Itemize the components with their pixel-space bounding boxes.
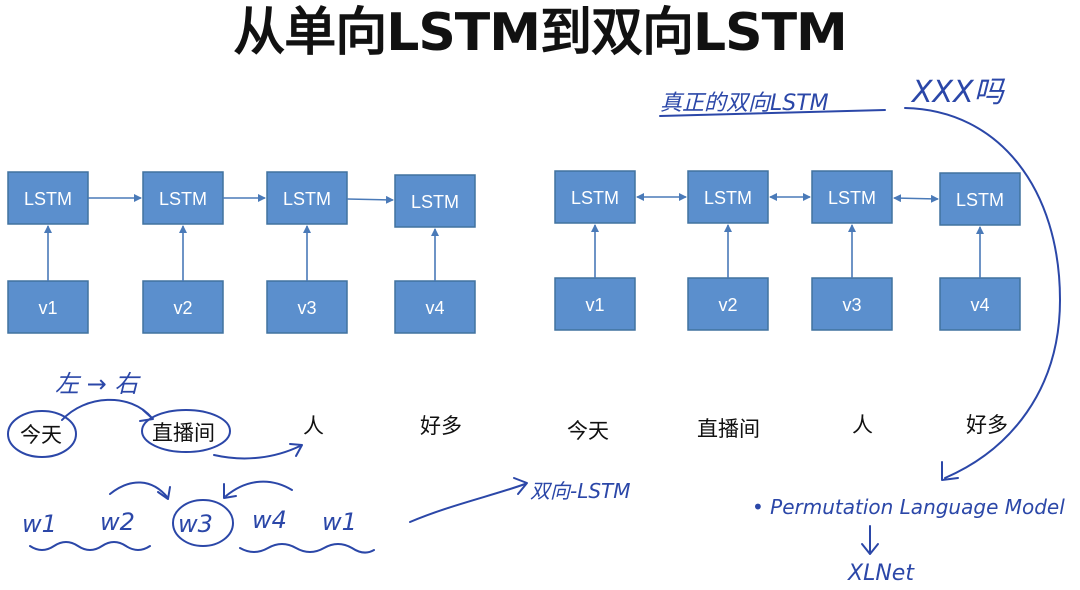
right-lstm-cell-1: LSTM bbox=[554, 170, 636, 224]
left-input-label-2: v2 bbox=[173, 298, 192, 318]
left-input-v2: v2 bbox=[142, 280, 224, 334]
right-lstm-cell-4: LSTM bbox=[939, 172, 1021, 226]
right-bidir-arrow-3 bbox=[893, 194, 939, 203]
long-curve-arrow-head bbox=[941, 461, 959, 481]
left-lstm-cell-2: LSTM bbox=[142, 171, 224, 225]
left-lstm-label-2: LSTM bbox=[159, 189, 207, 209]
arrow-to-bilstm bbox=[409, 483, 526, 523]
left-diagram: LSTM LSTM LSTM LSTM v1 v2 v3 bbox=[7, 171, 476, 447]
curve-arrow-head-1 bbox=[139, 409, 154, 422]
left-word-1: 今天 bbox=[20, 423, 62, 447]
left-word-4: 好多 bbox=[420, 414, 462, 438]
right-lstm-label-2: LSTM bbox=[704, 188, 752, 208]
left-word-3: 人 bbox=[303, 414, 324, 438]
xxx-note: XXX吗 bbox=[910, 75, 1006, 110]
right-input-label-3: v3 bbox=[842, 295, 861, 315]
right-input-label-1: v1 bbox=[585, 295, 604, 315]
w-item-5: w1 bbox=[322, 508, 357, 536]
circle-w3 bbox=[172, 499, 234, 547]
left-lstm-cell-3: LSTM bbox=[266, 171, 348, 225]
left-lstm-label-3: LSTM bbox=[283, 189, 331, 209]
left-lstm-label-1: LSTM bbox=[24, 189, 72, 209]
curve-arrow-word-2-3 bbox=[213, 445, 301, 460]
w-item-2: w2 bbox=[100, 508, 135, 536]
circle-word-2 bbox=[141, 409, 231, 453]
right-lstm-cell-3: LSTM bbox=[811, 170, 893, 224]
left-input-label-4: v4 bbox=[425, 298, 444, 318]
squiggle-underline-right bbox=[239, 543, 375, 554]
left-lstm-cell-4: LSTM bbox=[394, 174, 476, 228]
right-diagram: LSTM LSTM LSTM LSTM v1 v2 v3 bbox=[554, 170, 1021, 443]
direction-note: 左 → 右 bbox=[55, 370, 141, 398]
left-input-label-1: v1 bbox=[38, 298, 57, 318]
right-input-v2: v2 bbox=[687, 277, 769, 331]
left-word-2: 直播间 bbox=[152, 421, 215, 445]
right-lstm-cell-2: LSTM bbox=[687, 170, 769, 224]
right-input-label-2: v2 bbox=[718, 295, 737, 315]
arrow-w2-w3-head bbox=[157, 486, 171, 500]
curve-arrow-word-1-2 bbox=[61, 398, 153, 421]
long-curve-arrow bbox=[904, 107, 1061, 479]
left-input-v3: v3 bbox=[266, 280, 348, 334]
bilstm-note: 双向-LSTM bbox=[530, 479, 631, 503]
right-input-v3: v3 bbox=[811, 277, 893, 331]
right-input-v4: v4 bbox=[939, 277, 1021, 331]
arrow-w4-w3 bbox=[225, 480, 293, 497]
left-lstm-label-4: LSTM bbox=[411, 192, 459, 212]
left-forward-arrow-3 bbox=[346, 195, 394, 204]
right-lstm-label-3: LSTM bbox=[828, 188, 876, 208]
right-input-v1: v1 bbox=[554, 277, 636, 331]
right-lstm-label-4: LSTM bbox=[956, 190, 1004, 210]
handwritten-annotations: 左 → 右 真正的双向LSTM XXX吗 w1 w2 w3 w4 w1 bbox=[7, 75, 1065, 586]
arrow-to-bilstm-head bbox=[513, 477, 528, 495]
xlnet-note: XLNet bbox=[847, 561, 915, 586]
squiggle-underline-left bbox=[29, 541, 151, 551]
left-input-v1: v1 bbox=[7, 280, 89, 334]
arrow-plm-xlnet-head bbox=[861, 543, 879, 555]
curve-arrow-head-2 bbox=[289, 443, 303, 457]
right-lstm-label-1: LSTM bbox=[571, 188, 619, 208]
right-word-4: 好多 bbox=[966, 413, 1008, 437]
page-title: 从单向LSTM到双向LSTM bbox=[233, 3, 848, 63]
right-input-label-4: v4 bbox=[970, 295, 989, 315]
left-input-v4: v4 bbox=[394, 280, 476, 334]
left-lstm-cell-1: LSTM bbox=[7, 171, 89, 225]
true-bilstm-underline bbox=[659, 109, 886, 117]
circle-word-1 bbox=[7, 410, 77, 458]
arrow-w2-w3 bbox=[109, 481, 169, 499]
right-word-3: 人 bbox=[852, 413, 873, 437]
left-input-label-3: v3 bbox=[297, 298, 316, 318]
w-item-1: w1 bbox=[22, 510, 57, 538]
w-item-4: w4 bbox=[252, 506, 287, 534]
plm-note: • Permutation Language Model bbox=[752, 495, 1065, 519]
w-item-3: w3 bbox=[178, 510, 213, 538]
right-word-2: 直播间 bbox=[697, 417, 760, 441]
right-word-1: 今天 bbox=[567, 419, 609, 443]
arrow-w4-w3-head bbox=[223, 483, 237, 499]
